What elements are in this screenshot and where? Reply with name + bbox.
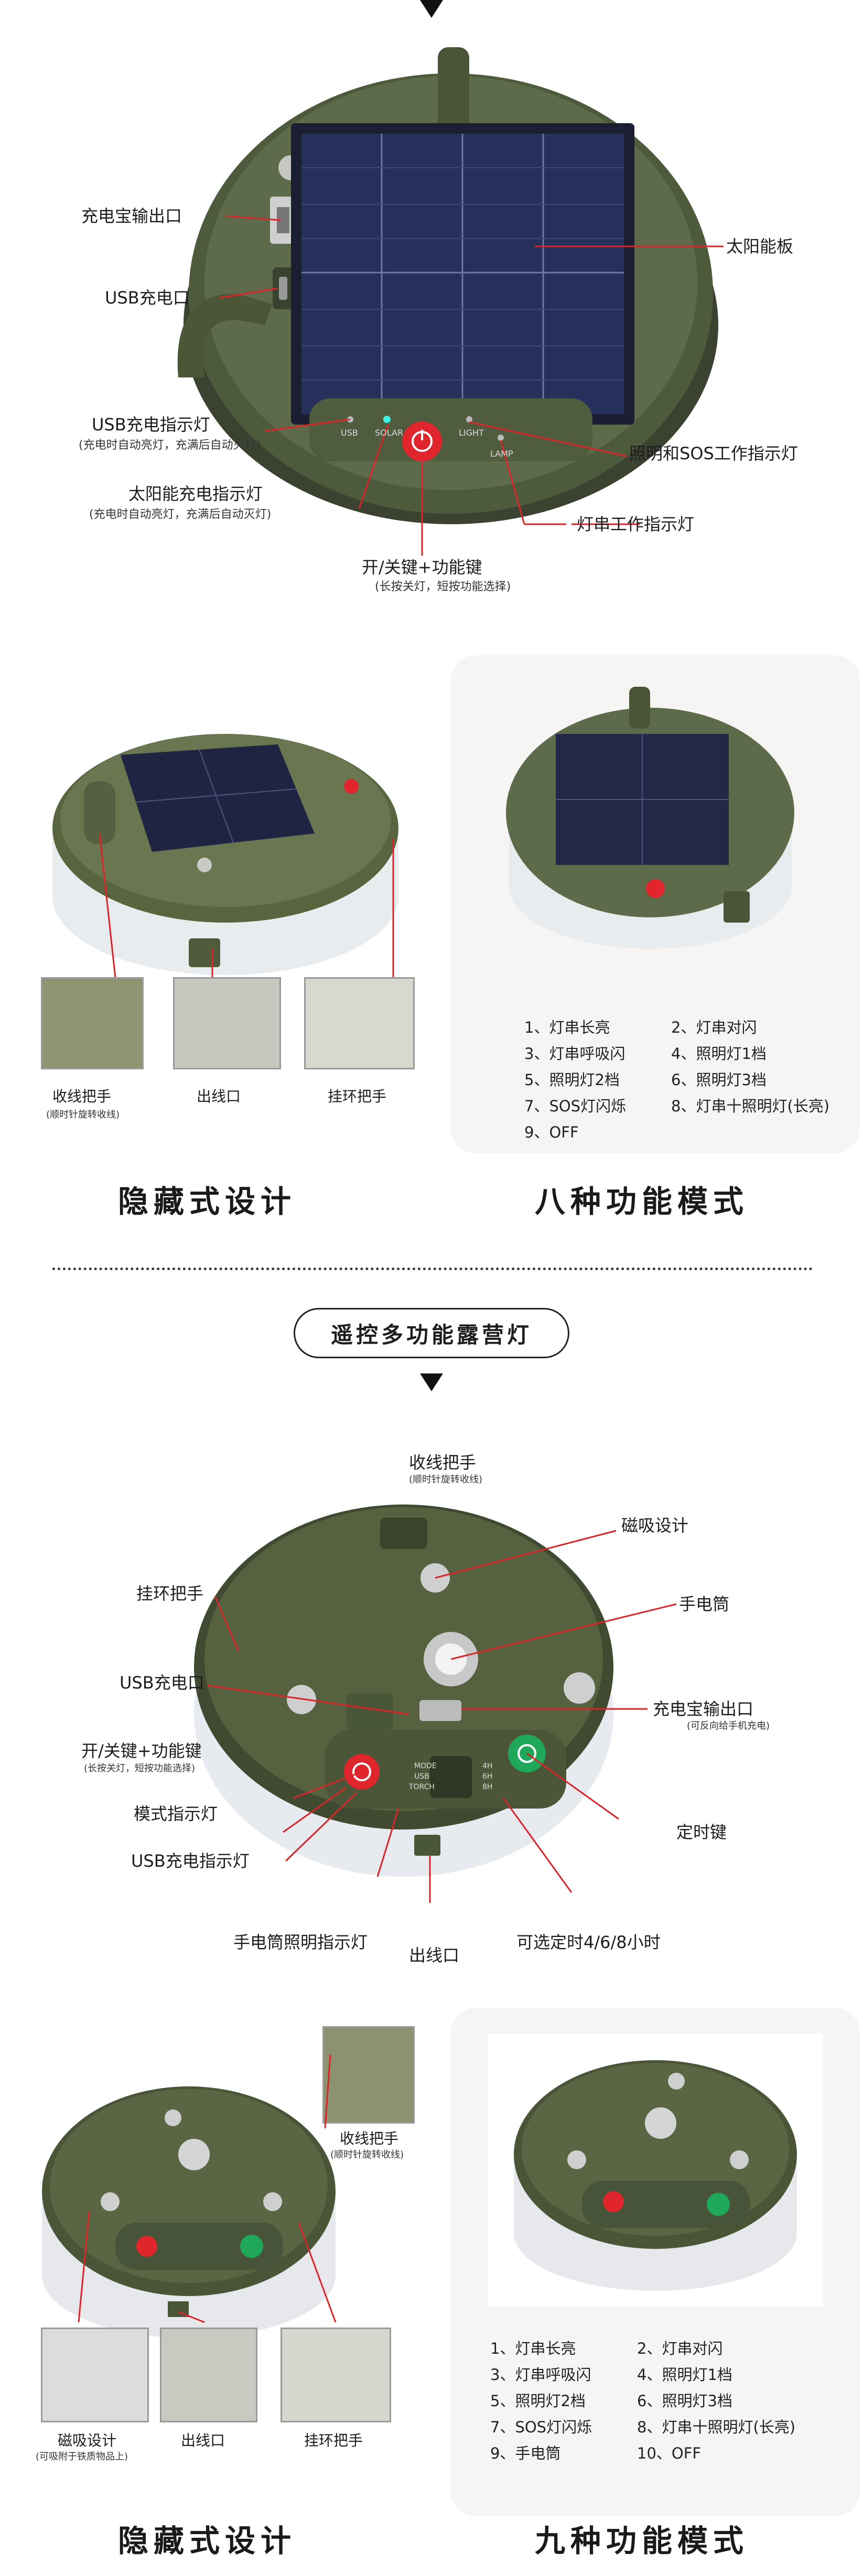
callout-usb-charge-port: USB充电口: [105, 288, 190, 308]
solar-lamp-top-view: [177, 47, 724, 556]
mode9-item-10: 10、OFF: [637, 2444, 702, 2462]
6h-device-label: 6H: [482, 1772, 493, 1781]
callout-cable-out: 出线口: [409, 1945, 460, 1965]
callout-solar-panel: 太阳能板: [726, 236, 794, 256]
callout-reel-note: (顺时针旋转收线): [409, 1474, 483, 1485]
mode9-item-6: 6、照明灯3档: [637, 2392, 732, 2410]
callout-solar-indicator-note: (充电时自动亮灯，充满后自动灭灯): [89, 508, 272, 521]
callout-power-key-note-2: (长按关灯，短按功能选择): [84, 1763, 196, 1774]
thumb-cable-label: 出线口: [197, 1088, 241, 1105]
callout-timer-key: 定时键: [676, 1822, 727, 1842]
mode9-item-8: 8、灯串十照明灯(长亮): [637, 2418, 796, 2436]
callout-solar-indicator: 太阳能充电指示灯: [128, 484, 263, 504]
callout-power-key-note: (长按关灯，短按功能选择): [375, 580, 511, 593]
reel-handle-note-2: (顺时针旋转收线): [330, 2149, 404, 2160]
thumb-hang-label: 挂环把手: [328, 1088, 387, 1105]
usb-device-label-2: USB: [414, 1772, 429, 1781]
mode8-item-3: 3、灯串呼吸闪: [524, 1045, 625, 1063]
callout-mode-indicator: 模式指示灯: [134, 1804, 218, 1824]
hidden-design-lamp-photo: [52, 734, 398, 978]
callout-power-bank-output: 充电宝输出口: [81, 206, 182, 226]
mode8-item-8: 8、灯串十照明灯(长亮): [671, 1097, 830, 1115]
callout-power-key-2: 开/关键+功能键: [81, 1741, 202, 1761]
callout-reel-handle: 收线把手: [409, 1453, 477, 1473]
magnet-note: (可吸附于铁质物品上): [36, 2451, 128, 2462]
mode8-item-4: 4、照明灯1档: [671, 1045, 767, 1063]
solar-lamp-side-photo: [506, 687, 794, 949]
mode9-item-1: 1、灯串长亮: [490, 2340, 576, 2357]
mode9-item-5: 5、照明灯2档: [490, 2392, 586, 2410]
mode9-item-2: 2、灯串对闪: [637, 2340, 723, 2357]
mode8-item-9: 9、OFF: [524, 1123, 579, 1141]
remote-lamp-angle-photo: [42, 2054, 337, 2338]
thumb-reel-label: 收线把手: [52, 1088, 112, 1105]
light-device-label: LIGHT: [459, 428, 484, 438]
callout-power-key: 开/关键+功能键: [362, 557, 482, 577]
callout-lamp-sos-indicator: 照明和SOS工作指示灯: [629, 443, 798, 463]
callout-usb-port: USB充电口: [120, 1673, 204, 1693]
callout-magnet: 磁吸设计: [621, 1516, 689, 1535]
mode8-item-5: 5、照明灯2档: [524, 1071, 620, 1089]
4h-device-label: 4H: [482, 1762, 493, 1770]
section4-right-title: 九种功能模式: [535, 2523, 749, 2559]
callout-hang-handle: 挂环把手: [136, 1584, 204, 1604]
remote-lamp-panel-photo: [488, 2034, 823, 2307]
remote-lamp-top-view: [194, 1505, 677, 1903]
usb-device-label: USB: [341, 428, 358, 438]
callout-usb-indicator-2: USB充电指示灯: [131, 1851, 250, 1871]
hang-label-2: 挂环把手: [304, 2432, 363, 2449]
lamp-device-label: LAMP: [490, 449, 513, 459]
thumb-cable-outlet: [173, 977, 281, 1069]
down-arrow-icon-2: [420, 1373, 443, 1391]
section2-right-title: 八种功能模式: [535, 1184, 749, 1219]
callout-timer-options: 可选定时4/6/8小时: [516, 1932, 661, 1952]
callout-power-out: 充电宝输出口: [653, 1699, 754, 1719]
mode8-item-6: 6、照明灯3档: [671, 1071, 767, 1089]
mode9-item-3: 3、灯串呼吸闪: [490, 2366, 591, 2384]
solar-device-label: SOLAR: [375, 428, 404, 438]
magnet-label: 磁吸设计: [58, 2432, 117, 2449]
callout-usb-indicator: USB充电指示灯: [92, 415, 210, 435]
callout-usb-indicator-note: (充电时自动亮灯，充满后自动灭灯): [79, 439, 261, 452]
mode-device-label: MODE: [414, 1762, 437, 1770]
section4-left-title: 隐藏式设计: [118, 2523, 297, 2559]
thumb-reel-note: (顺时针旋转收线): [46, 1109, 120, 1120]
thumb-hang-handle: [304, 977, 415, 1069]
callout-power-out-note: (可反向给手机充电): [687, 1720, 770, 1731]
section-divider: [52, 1268, 813, 1270]
thumb-reel-handle: [41, 977, 144, 1069]
callout-flashlight: 手电筒: [679, 1594, 730, 1614]
mode9-item-7: 7、SOS灯闪烁: [490, 2418, 592, 2436]
mode9-item-9: 9、手电筒: [490, 2444, 561, 2462]
cable-label-2: 出线口: [181, 2432, 225, 2449]
callout-string-indicator: 灯串工作指示灯: [577, 514, 695, 534]
thumb-hang-handle-2: [281, 2328, 391, 2422]
mode9-item-4: 4、照明灯1档: [637, 2366, 732, 2384]
mode8-item-7: 7、SOS灯闪烁: [524, 1097, 627, 1115]
section2-left-title: 隐藏式设计: [118, 1184, 297, 1219]
8h-device-label: 8H: [482, 1783, 493, 1791]
mode8-item-1: 1、灯串长亮: [524, 1019, 610, 1036]
mode8-item-2: 2、灯串对闪: [671, 1019, 757, 1036]
thumb-reel-handle-2: [322, 2026, 415, 2124]
torch-device-label: TORCH: [409, 1783, 435, 1791]
reel-handle-label-2: 收线把手: [340, 2130, 399, 2147]
down-arrow-icon: [420, 0, 443, 18]
thumb-magnet: [41, 2328, 149, 2422]
product-badge: 遥控多功能露营灯: [294, 1308, 569, 1358]
callout-flash-indicator: 手电筒照明指示灯: [233, 1932, 368, 1952]
thumb-cable-outlet-2: [160, 2328, 257, 2422]
